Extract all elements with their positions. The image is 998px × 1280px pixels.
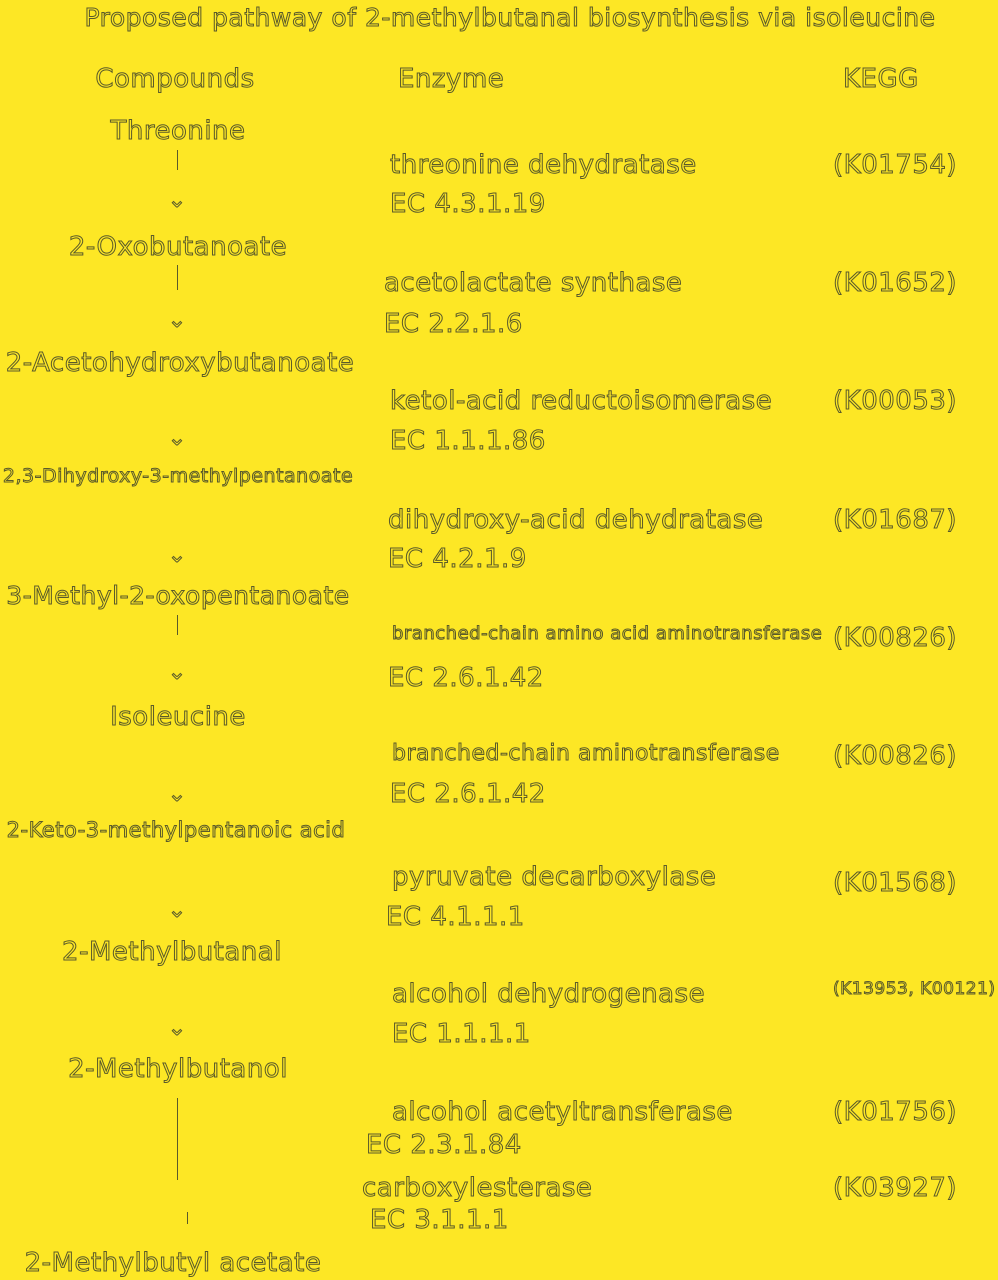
- enzyme-name: dihydroxy-acid dehydratase: [387, 505, 764, 535]
- compound-methyl-oxopentanoate: 3-Methyl-2-oxopentanoate: [6, 581, 350, 610]
- enzyme-ec: EC 1.1.1.86: [390, 426, 546, 456]
- compound-keto-methylpentanoic-acid: 2-Keto-3-methylpentanoic acid: [6, 818, 346, 842]
- enzyme-name: branched-chain amino acid aminotransfera…: [391, 623, 823, 644]
- enzyme-name: branched-chain aminotransferase: [392, 741, 780, 766]
- arrow-head-icon: ⌄: [167, 543, 187, 568]
- arrow-stem: [177, 265, 178, 290]
- arrow-head-icon: ⌄: [167, 782, 187, 807]
- header-kegg: KEGG: [843, 64, 919, 94]
- enzyme-name: threonine dehydratase: [390, 150, 697, 180]
- enzyme-ec: EC 2.6.1.42: [388, 663, 544, 693]
- compound-dihydroxy-methylpentanoate: 2,3-Dihydroxy-3-methylpentanoate: [2, 465, 354, 487]
- enzyme-ec: EC 2.2.1.6: [384, 309, 523, 339]
- arrow-stem: [187, 1212, 188, 1224]
- enzyme-ec: EC 2.6.1.42: [390, 779, 546, 809]
- enzyme-ec: EC 4.2.1.9: [388, 544, 527, 574]
- compound-threonine: Threonine: [110, 116, 246, 146]
- enzyme-kegg: (K01687): [832, 505, 958, 535]
- enzyme-name: carboxylesterase: [361, 1173, 593, 1203]
- enzyme-name: alcohol dehydrogenase: [391, 979, 706, 1009]
- enzyme-kegg: (K13953, K00121): [833, 979, 996, 999]
- compound-2-methylbutyl-acetate: 2-Methylbutyl acetate: [24, 1248, 322, 1278]
- arrow-head-icon: ⌄: [167, 1016, 187, 1041]
- enzyme-kegg: (K01652): [832, 268, 958, 298]
- compound-2-methylbutanol: 2-Methylbutanol: [68, 1054, 288, 1084]
- arrow-stem: [177, 615, 178, 635]
- arrow-head-icon: ⌄: [167, 426, 187, 451]
- enzyme-kegg: (K03927): [832, 1173, 958, 1203]
- arrow-head-icon: ⌄: [167, 898, 187, 923]
- arrow-head-icon: ⌄: [167, 308, 187, 333]
- enzyme-kegg: (K00826): [832, 741, 958, 771]
- enzyme-ec: EC 1.1.1.1: [392, 1019, 531, 1049]
- enzyme-ec: EC 3.1.1.1: [370, 1205, 509, 1235]
- diagram-title: Proposed pathway of 2-methylbutanal bios…: [84, 3, 936, 32]
- enzyme-name: ketol-acid reductoisomerase: [389, 386, 773, 416]
- compound-2-acetohydroxybutanoate: 2-Acetohydroxybutanoate: [5, 348, 355, 378]
- enzyme-kegg: (K00826): [832, 623, 958, 653]
- enzyme-name: pyruvate decarboxylase: [391, 862, 717, 892]
- arrow-head-icon: ⌄: [167, 660, 187, 685]
- enzyme-ec: EC 4.3.1.19: [390, 189, 546, 219]
- compound-isoleucine: Isoleucine: [110, 702, 246, 732]
- arrow-head-icon: ⌄: [167, 188, 187, 213]
- enzyme-kegg: (K01754): [832, 150, 958, 180]
- compound-2-methylbutanal: 2-Methylbutanal: [62, 937, 282, 967]
- enzyme-kegg: (K00053): [832, 386, 958, 416]
- enzyme-name: acetolactate synthase: [383, 268, 683, 298]
- compound-2-oxobutanoate: 2-Oxobutanoate: [68, 232, 288, 262]
- enzyme-kegg: (K01756): [832, 1097, 958, 1127]
- pathway-line: [177, 1098, 178, 1180]
- enzyme-ec: EC 2.3.1.84: [366, 1130, 522, 1160]
- enzyme-ec: EC 4.1.1.1: [386, 902, 525, 932]
- header-enzyme: Enzyme: [397, 64, 505, 94]
- enzyme-kegg: (K01568): [832, 868, 958, 898]
- header-compounds: Compounds: [95, 64, 255, 94]
- arrow-stem: [177, 150, 178, 170]
- enzyme-name: alcohol acetyltransferase: [392, 1097, 733, 1127]
